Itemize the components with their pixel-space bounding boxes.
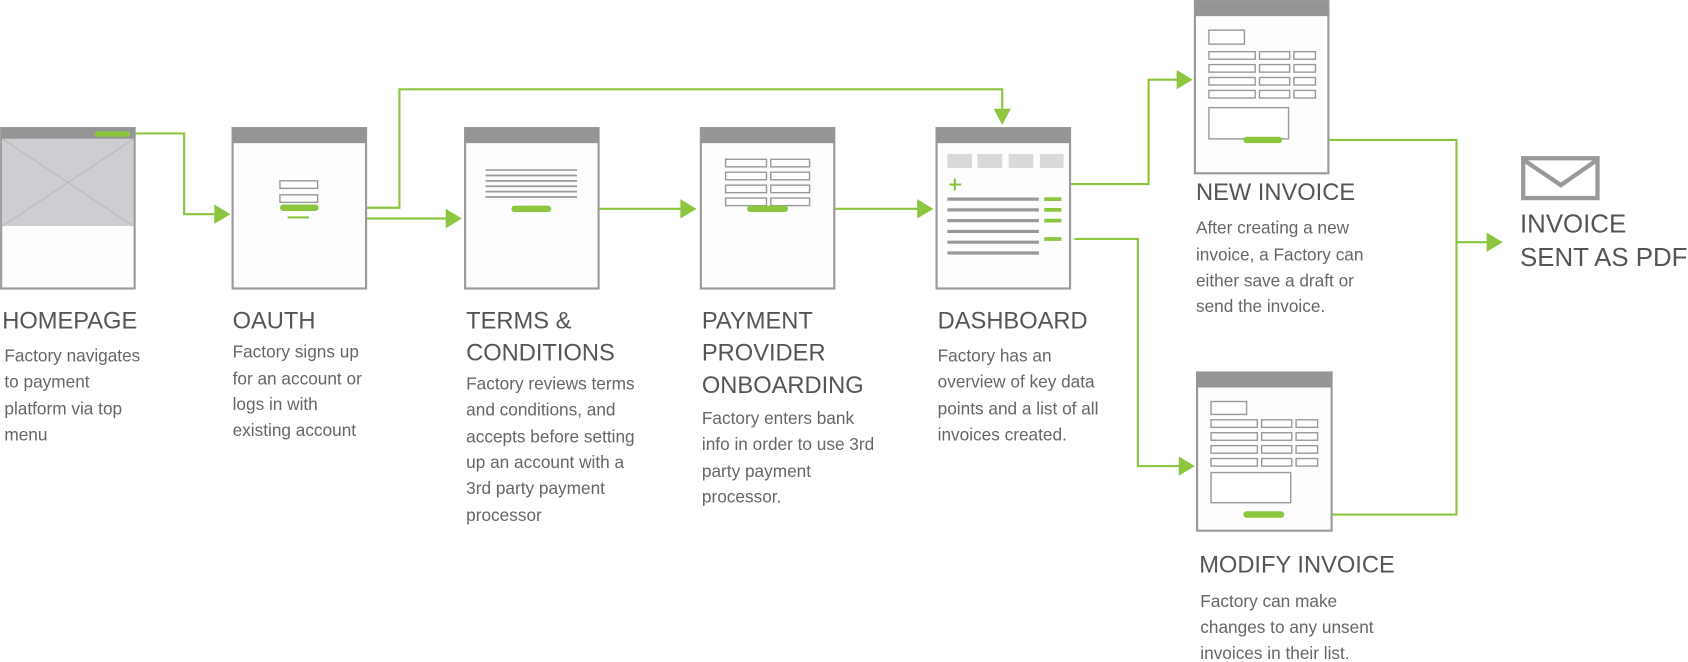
step-title: HOMEPAGE xyxy=(2,308,137,334)
signup-link xyxy=(287,216,310,219)
step-invoice-sent: INVOICE SENT AS PDF xyxy=(1520,156,1687,272)
arrowhead xyxy=(1178,456,1195,476)
invoice-list xyxy=(947,197,1062,255)
top-menu-button xyxy=(94,131,131,137)
step-description: Factory navigates to payment platform vi… xyxy=(4,346,145,445)
step-description: Factory has an overview of key data poin… xyxy=(938,346,1104,445)
envelope-icon xyxy=(1521,156,1600,201)
step-description: Factory enters bank info in order to use… xyxy=(702,408,879,507)
step-description: Factory reviews terms and conditions, an… xyxy=(466,374,639,525)
terms-text-lines xyxy=(485,169,578,198)
step-payment-onboarding: PAYMENT PROVIDER ONBOARDING Factory ente… xyxy=(699,127,879,507)
arrowhead xyxy=(445,208,462,229)
step-oauth: OAUTH Factory signs up for an account or… xyxy=(231,127,368,440)
step-description: Factory signs up for an account or logs … xyxy=(233,341,367,440)
arrowhead xyxy=(917,199,934,219)
step-new-invoice: NEW INVOICE After creating a new invoice… xyxy=(1193,0,1368,317)
arrow-new-invoice-to-sent xyxy=(1297,138,1458,516)
step-title: DASHBOARD xyxy=(938,308,1088,334)
step-title: INVOICE SENT AS PDF xyxy=(1520,211,1687,272)
password-field xyxy=(279,194,319,204)
arrowhead xyxy=(1486,232,1503,252)
step-modify-invoice: MODIFY INVOICE Factory can make changes … xyxy=(1195,371,1395,662)
arrowhead xyxy=(214,204,231,224)
send-button xyxy=(1243,511,1285,518)
arrowhead xyxy=(1176,69,1193,90)
kpi-tiles xyxy=(947,153,1064,168)
submit-button xyxy=(747,205,789,213)
step-description: After creating a new invoice, a Factory … xyxy=(1196,218,1368,317)
step-title: MODIFY INVOICE xyxy=(1199,553,1395,579)
arrow-dashboard-to-modify-invoice xyxy=(1074,237,1181,468)
step-description: Factory can make changes to any unsent i… xyxy=(1200,591,1378,662)
send-button xyxy=(1243,136,1283,144)
bank-info-fields xyxy=(724,158,811,207)
username-field xyxy=(279,180,319,190)
step-title: OAUTH xyxy=(233,308,316,334)
step-title: TERMS & CONDITIONS xyxy=(466,308,615,366)
step-title: PAYMENT PROVIDER ONBOARDING xyxy=(702,308,864,399)
plus-icon xyxy=(949,178,962,191)
arrow-homepage-to-oauth xyxy=(134,132,218,216)
step-terms: TERMS & CONDITIONS Factory reviews terms… xyxy=(464,127,639,525)
step-title: NEW INVOICE xyxy=(1196,180,1355,206)
arrowhead xyxy=(680,199,697,219)
login-button xyxy=(279,204,319,211)
step-dashboard: DASHBOARD Factory has an overview of key… xyxy=(935,127,1104,445)
accept-button xyxy=(511,205,552,213)
arrowhead xyxy=(993,108,1011,125)
invoice-form xyxy=(1210,400,1319,504)
invoice-form xyxy=(1208,29,1317,140)
step-homepage: HOMEPAGE Factory navigates to payment pl… xyxy=(0,127,145,445)
arrow-oauth-to-dashboard xyxy=(329,88,1004,209)
